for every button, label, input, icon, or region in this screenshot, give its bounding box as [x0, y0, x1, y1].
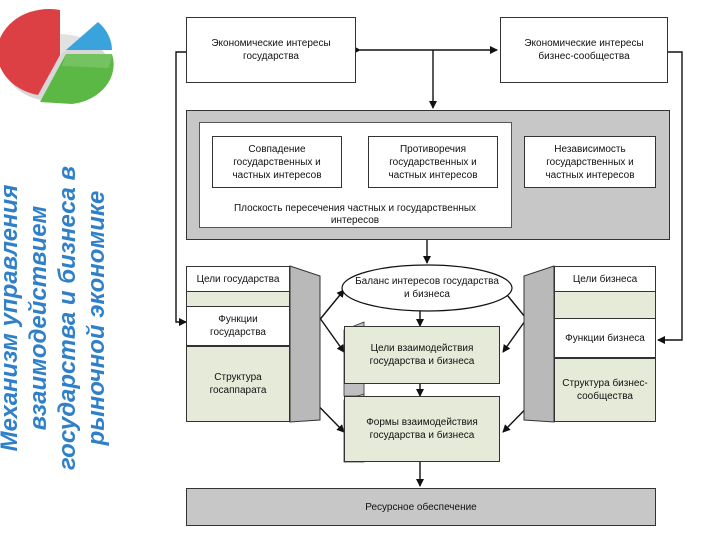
biz-interests-box: Экономические интересы бизнес-сообщества: [500, 17, 668, 83]
interaction-forms-box: Формы взаимодействия государства и бизне…: [344, 396, 500, 462]
balance-text: Баланс интересов государства и бизнеса: [355, 276, 499, 300]
plane-label: Плоскость пересечения частных и государс…: [233, 203, 477, 226]
pie-chart-icon: [0, 9, 114, 104]
contradiction-box: Противоречия государственных и частных и…: [368, 136, 498, 188]
business-functions-box: Функции бизнеса: [554, 318, 656, 358]
independence-box: Независимость государственных и частных …: [524, 136, 656, 188]
state-structure-box: Структура госаппарата: [186, 346, 290, 422]
business-structure-box: Структура бизнес- сообщества: [554, 358, 656, 422]
interaction-goals-box: Цели взаимодействия государства и бизнес…: [344, 326, 500, 384]
business-goals-box: Цели бизнеса: [554, 266, 656, 292]
gov-interests-box: Экономические интересы государства: [186, 17, 356, 83]
coincidence-box: Совпадение государственных и частных инт…: [212, 136, 342, 188]
balance-ellipse: [341, 264, 513, 312]
state-goals-box: Цели государства: [186, 266, 290, 292]
resources-box: Ресурсное обеспечение: [186, 488, 656, 526]
state-functions-box: Функции государства: [186, 306, 290, 346]
